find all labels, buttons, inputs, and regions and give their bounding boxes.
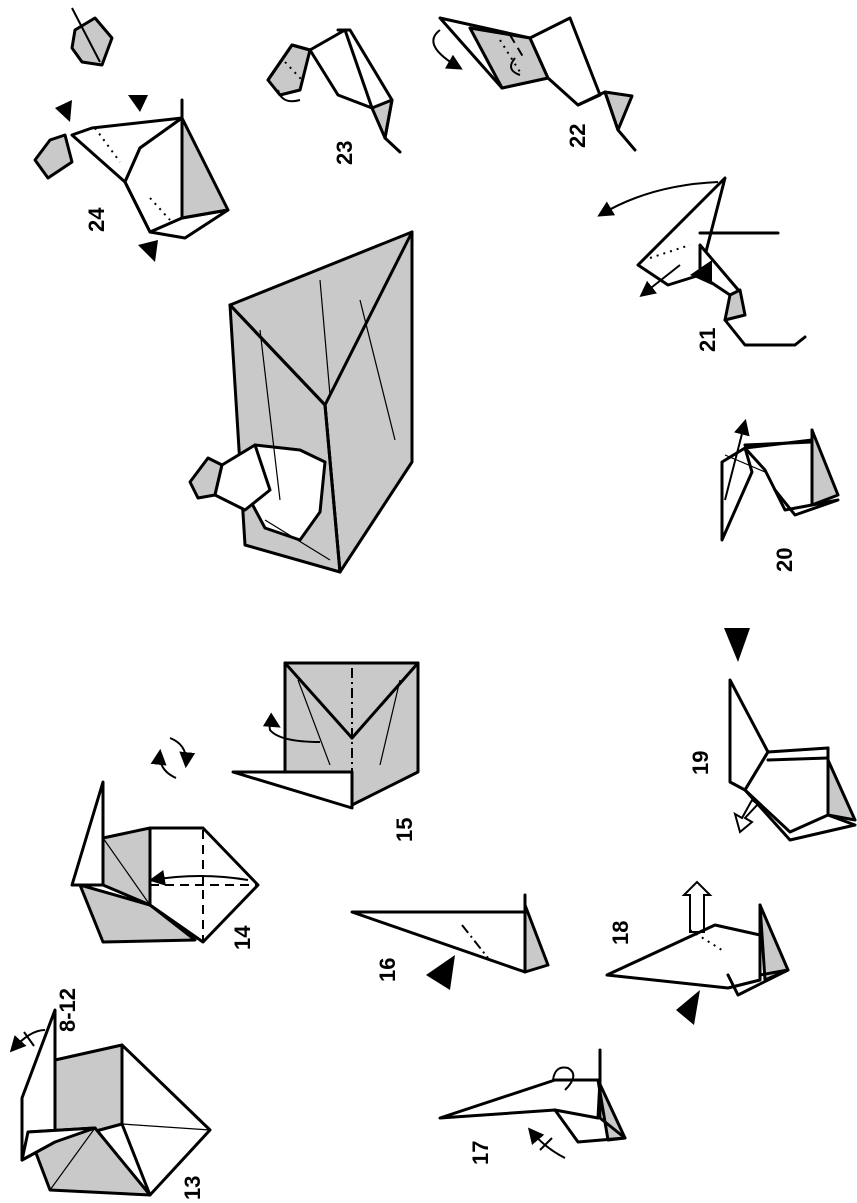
- step-24-label: 24: [84, 207, 109, 232]
- step-21-label: 21: [695, 328, 720, 352]
- step-19-figure: [724, 628, 855, 840]
- step-13-figure: [12, 1010, 210, 1195]
- step-13-label: 13: [180, 1176, 205, 1200]
- step-24-figure: [35, 8, 228, 262]
- step-15-figure: [233, 663, 418, 808]
- step-13-note: 8-12: [55, 988, 80, 1032]
- step-18-figure: [607, 882, 788, 1025]
- step-22-figure: [433, 18, 635, 150]
- step-17-label: 17: [468, 1141, 493, 1165]
- step-19-label: 19: [688, 751, 713, 775]
- step-20-figure: [722, 422, 838, 540]
- step-14-figure: [72, 738, 258, 942]
- step-20-label: 20: [772, 548, 797, 572]
- step-14-label: 14: [230, 925, 255, 950]
- step-23-figure: [268, 30, 400, 152]
- step-16-label: 16: [375, 958, 400, 982]
- step-15-label: 15: [392, 818, 417, 842]
- step-21-figure: [600, 178, 805, 345]
- step-22-label: 22: [565, 124, 590, 148]
- step-18-label: 18: [608, 921, 633, 945]
- step-23-label: 23: [332, 141, 357, 165]
- final-model-figure: [190, 232, 412, 572]
